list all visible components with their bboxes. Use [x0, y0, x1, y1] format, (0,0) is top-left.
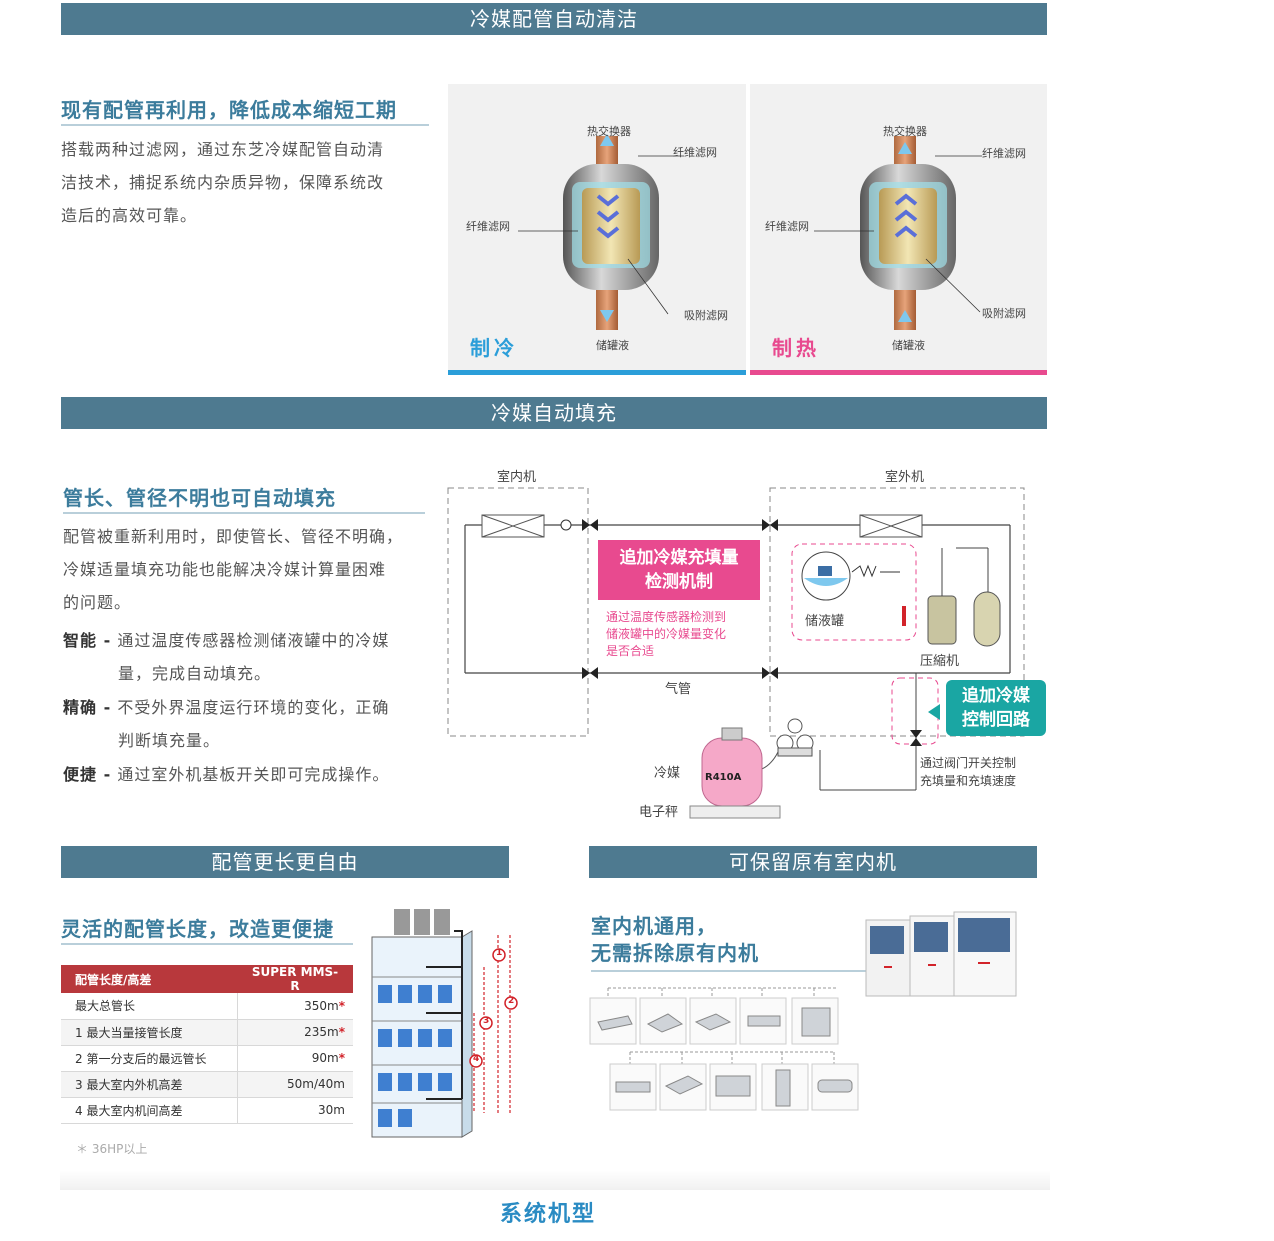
- label-fiber-top-cool: 纤维滤网: [673, 146, 717, 159]
- indoor-units-tree: [589, 987, 859, 1111]
- indoor-unit-box: [447, 487, 589, 737]
- feature-convenient: 便捷 - 通过室外机基板开关即可完成操作。: [63, 765, 390, 784]
- table-row: 最大总管长 350m*: [61, 993, 353, 1020]
- table-header-length: 配管长度/高差: [61, 965, 237, 993]
- refrigerant-circuit-diagram: [447, 487, 1025, 819]
- label-fiber-left-cool: 纤维滤网: [466, 220, 510, 233]
- marker-4: 4: [473, 1054, 480, 1064]
- footer-divider: [60, 1170, 1050, 1190]
- filter-diagram-heating: [814, 136, 982, 330]
- label-adsorb-cool: 吸附滤网: [684, 309, 728, 322]
- table-row: 3 最大室内外机高差 50m/40m: [61, 1071, 353, 1098]
- table-row: 1 最大当量接管长度 235m*: [61, 1019, 353, 1046]
- filter-core: [879, 188, 937, 264]
- label-heat-exchanger-cool: 热交换器: [587, 125, 631, 138]
- heading-auto-charge: 管长、管径不明也可自动填充: [63, 486, 336, 510]
- label-receiver-heat: 储罐液: [892, 339, 925, 352]
- label-receiver-cool: 储罐液: [596, 339, 629, 352]
- table-footnote: ＊ 36HP以上: [76, 1142, 148, 1156]
- feature-precise: 精确 - 不受外界温度运行环境的变化，正确 判断填充量。: [63, 698, 390, 750]
- label-indoor-unit: 室内机: [497, 470, 537, 485]
- heading-flexible-length: 灵活的配管长度，改造更便捷: [61, 917, 334, 941]
- heading-underline-3: [61, 943, 353, 945]
- label-outdoor-unit: 室外机: [885, 470, 925, 485]
- piping-spec-table: 配管长度/高差 SUPER MMS-R 最大总管长 350m* 1 最大当量接管…: [61, 965, 353, 1124]
- label-refrigerant: 冷媒: [654, 766, 681, 781]
- table-header-model: SUPER MMS-R: [237, 965, 353, 993]
- label-heat-exchanger-heat: 热交换器: [883, 125, 927, 138]
- section1-body: 搭载两种过滤网，通过东芝冷媒配管自动清 洁技术，捕捉系统内杂质异物，保障系统改 …: [61, 140, 385, 225]
- filter-diagram-cooling: [518, 134, 684, 330]
- label-gas-pipe: 气管: [665, 682, 692, 697]
- feature-smart: 智能 - 通过温度传感器检测储液罐中的冷媒 量，完成自动填充。: [63, 631, 390, 683]
- heading-underline-2: [63, 512, 425, 514]
- label-fiber-left-heat: 纤维滤网: [765, 220, 809, 233]
- banner-keep-indoor: 可保留原有室内机: [589, 846, 1037, 878]
- heading-underline: [61, 124, 429, 126]
- filter-core: [582, 188, 640, 264]
- cooling-bar: [448, 370, 746, 375]
- note-valve-control: 通过阀门开关控制 充填量和充填速度: [920, 756, 1017, 788]
- mode-heating: 制热: [772, 336, 820, 360]
- label-r410a: R410A: [705, 772, 742, 783]
- label-compressor: 压縮机: [920, 654, 960, 669]
- compressor: [927, 595, 957, 645]
- banner-auto-charge: 冷媒自动填充: [61, 397, 1047, 429]
- outdoor-units-illustration: [865, 911, 1017, 997]
- expansion-valve: [560, 519, 572, 531]
- building-illustration: [371, 909, 518, 1138]
- receiver-highlight: [791, 543, 917, 641]
- label-fiber-top-heat: 纤维滤网: [982, 147, 1026, 160]
- table-row: 4 最大室内机间高差 30m: [61, 1097, 353, 1124]
- marker-3: 3: [483, 1016, 490, 1026]
- mode-cooling: 制冷: [470, 336, 518, 360]
- heating-bar: [750, 370, 1047, 375]
- heading-underline-4: [591, 970, 873, 972]
- marker-1: 1: [496, 948, 503, 958]
- electronic-scale: [689, 805, 781, 819]
- label-scale: 电子秤: [639, 805, 679, 820]
- label-adsorb-heat: 吸附滤网: [982, 307, 1026, 320]
- banner-auto-clean: 冷媒配管自动清洁: [61, 3, 1047, 35]
- heading-indoor-common: 室内机通用， 无需拆除原有内机: [591, 914, 759, 965]
- footer-system-models: 系统机型: [500, 1202, 597, 1227]
- label-receiver: 储液罐: [805, 614, 845, 629]
- outdoor-unit-box: [769, 487, 1025, 737]
- marker-2: 2: [508, 996, 515, 1006]
- table-row: 2 第一分支后的最远管长 90m*: [61, 1045, 353, 1072]
- callout-charge-detection: 追加冷媒充填量 检测机制: [598, 540, 760, 600]
- note-temperature-sensor: 通过温度传感器检测到 储液罐中的冷媒量变化 是否合适: [606, 610, 727, 658]
- banner-longer-piping: 配管更长更自由: [61, 846, 509, 878]
- section2-body: 配管被重新利用时，即使管长、管径不明确， 冷媒适量填充功能也能解决冷媒计算量困难…: [63, 527, 404, 612]
- callout-charge-control: 追加冷媒 控制回路: [946, 680, 1046, 736]
- heading-pipe-reuse: 现有配管再利用，降低成本缩短工期: [61, 98, 397, 122]
